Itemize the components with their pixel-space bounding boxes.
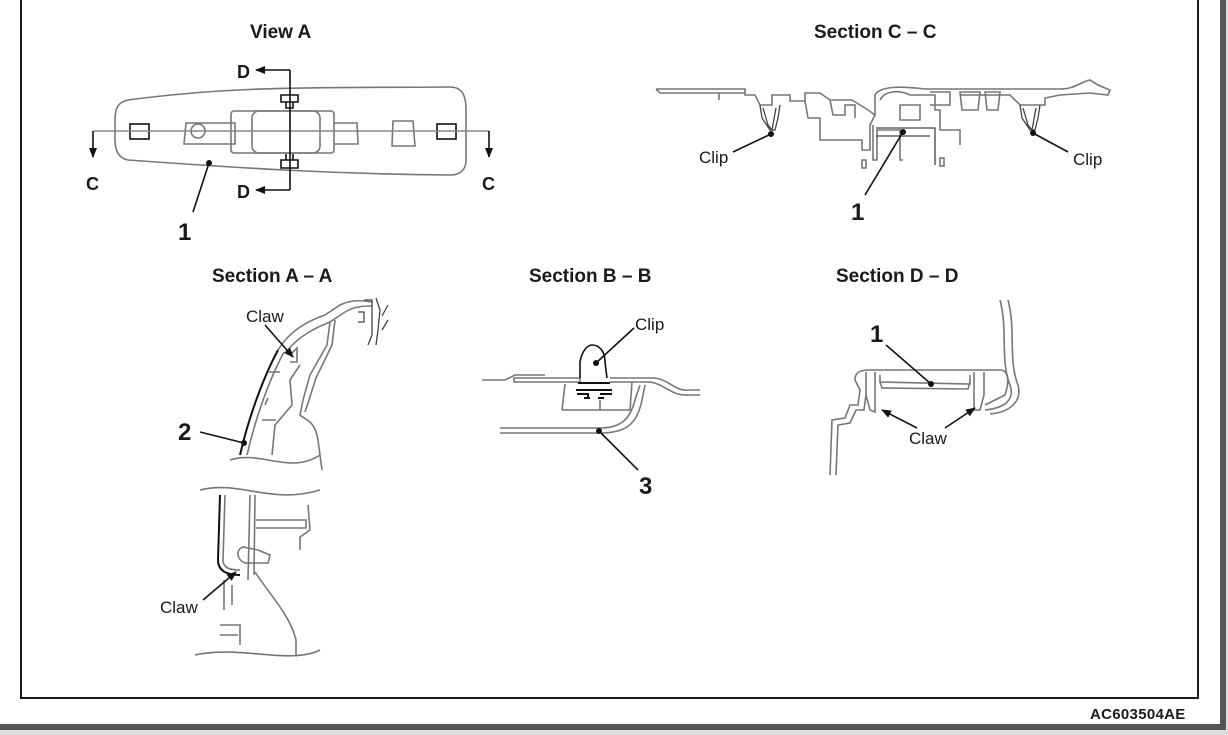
section-cc-drawing: Clip Clip 1 [655,79,1112,226]
claw-label-dd: Claw [909,429,948,448]
window-edge-bottom [0,730,1228,735]
view-a-drawing: C C D D 1 [86,62,495,246]
marker-d-bottom: D [237,182,250,202]
page-shadow-right [1220,0,1226,730]
figure-code: AC603504AE [1090,706,1186,723]
callout-1-section-cc: 1 [851,199,864,226]
figure-frame [20,0,1199,699]
window-edge-right [1226,0,1228,735]
section-aa-title: Section A – A [212,266,333,287]
trim-outline [114,86,467,176]
marker-c-left: C [86,174,99,194]
callout-3: 3 [639,473,652,500]
section-bb-title: Section B – B [529,266,652,287]
page-shadow-bottom [0,724,1226,730]
view-a-title: View A [250,22,312,43]
callout-1-view-a: 1 [178,219,191,246]
callout-1-section-dd: 1 [870,321,883,348]
section-aa-drawing: Claw Claw 2 [160,297,389,657]
clip-label-bb: Clip [635,315,664,334]
section-bb-drawing: Clip 3 [482,315,700,500]
marker-c-right: C [482,174,495,194]
section-dd-drawing: Claw 1 [829,299,1020,476]
callout-2: 2 [178,419,191,446]
claw-label-top: Claw [246,307,285,326]
marker-d-top: D [237,62,250,82]
clip-label-left: Clip [699,148,728,167]
section-dd-title: Section D – D [836,266,959,287]
clip-label-right: Clip [1073,150,1102,169]
claw-label-bottom: Claw [160,598,199,617]
section-cc-title: Section C – C [814,22,937,43]
